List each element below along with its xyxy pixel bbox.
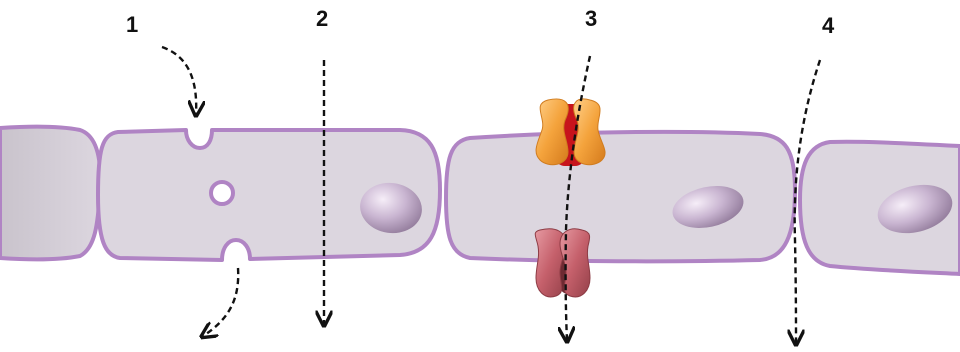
transporter-apical: [536, 99, 605, 166]
pathway-1-arrow-in: [162, 47, 196, 114]
route-label-2: 2: [316, 8, 328, 30]
pathway-1-arrow-out: [203, 268, 238, 336]
route-label-1: 1: [126, 14, 138, 36]
endocytic-vesicle: [211, 182, 233, 204]
route-label-4: 4: [822, 15, 834, 37]
cell-2: [446, 132, 795, 261]
cell-left-partial: [0, 127, 100, 260]
transporter-basolateral: [535, 229, 590, 297]
route-label-3: 3: [585, 8, 597, 30]
